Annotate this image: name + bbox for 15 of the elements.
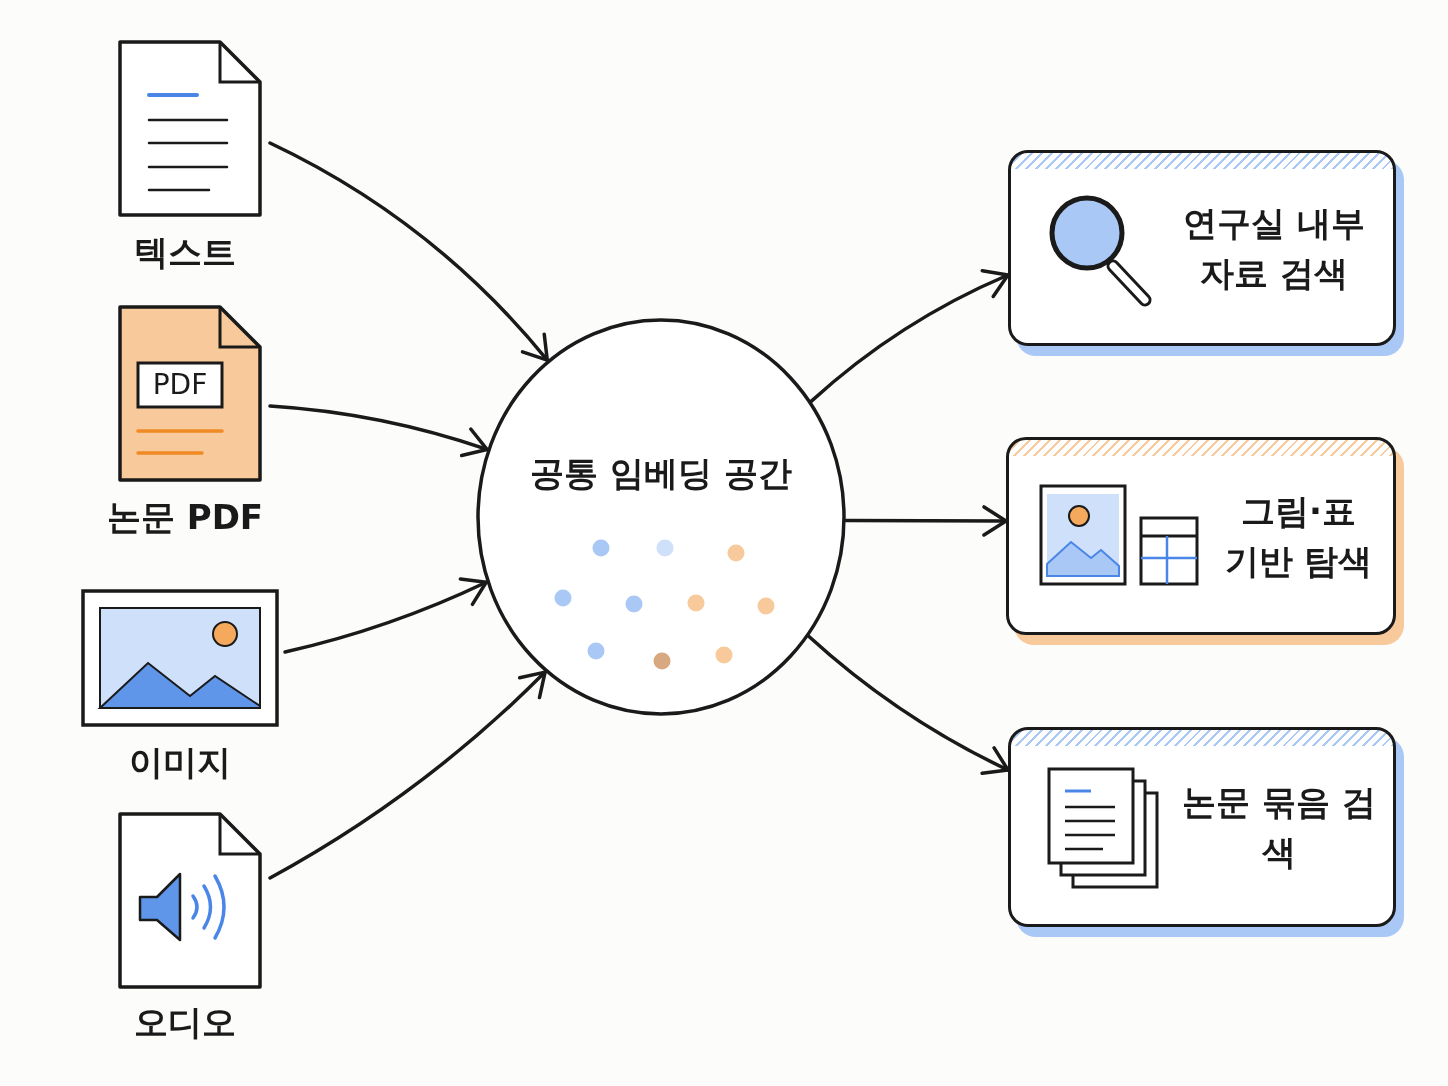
arrow <box>807 634 1010 775</box>
box-text: 연구실 내부 자료 검색 <box>1182 202 1366 295</box>
pdf-label: PDF <box>151 367 209 403</box>
arrow <box>268 141 549 362</box>
arrow <box>809 269 1010 403</box>
arrow <box>268 670 547 880</box>
file-label: 텍스트 <box>134 232 236 272</box>
box-text: 그림·표 기반 탐색 <box>1223 490 1374 583</box>
circle-title: 공통 임베딩 공간 <box>529 452 793 495</box>
arrow <box>283 577 488 654</box>
file-label: 이미지 <box>129 742 231 782</box>
arrow <box>268 404 489 458</box>
box-text: 논문 묶음 검색 <box>1181 781 1377 874</box>
file-label: 논문 PDF <box>106 497 264 537</box>
file-label: 오디오 <box>134 1002 236 1042</box>
